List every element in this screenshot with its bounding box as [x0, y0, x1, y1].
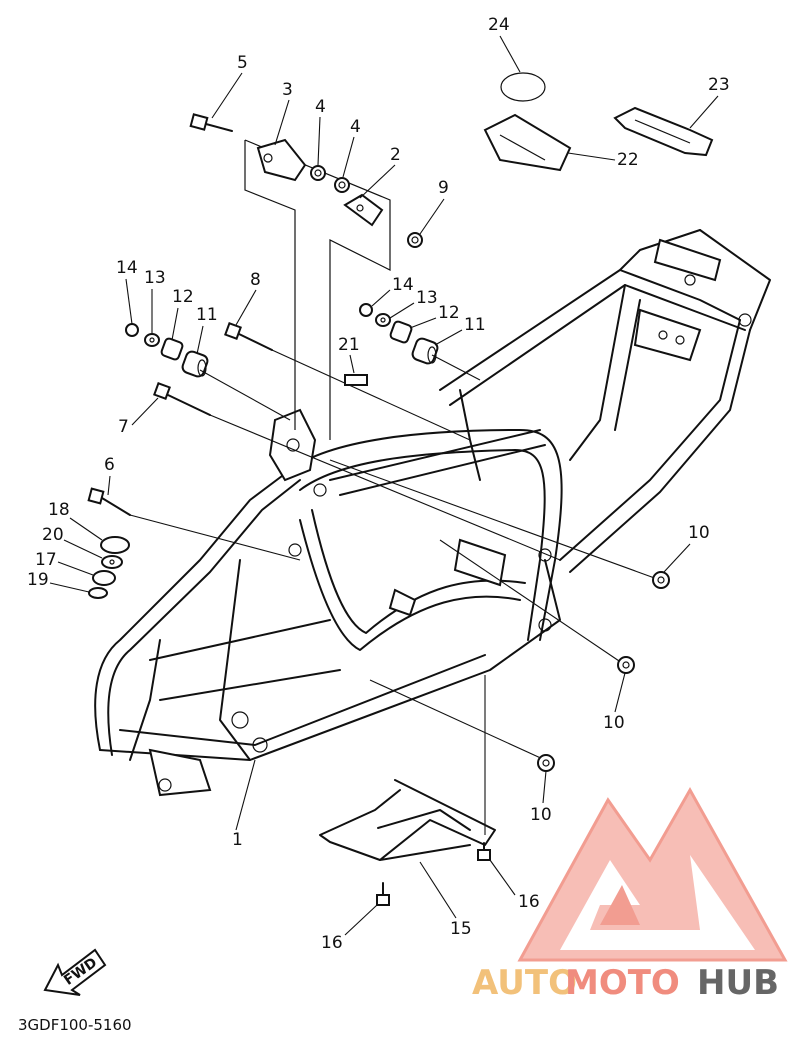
callout-21: 21	[338, 335, 360, 355]
watermark-hub: HUB	[697, 963, 779, 1003]
callout-4b: 4	[350, 117, 361, 137]
bushing-11-right	[411, 337, 439, 365]
callout-24: 24	[488, 15, 510, 35]
cover-23	[613, 106, 714, 157]
callout-14a: 14	[116, 258, 138, 278]
right-mount-hardware	[359, 303, 481, 381]
main-frame	[94, 229, 771, 797]
nut-10b	[617, 656, 635, 674]
diagram-code: 3GDF100-5160	[18, 1016, 132, 1034]
left-mount-hardware	[125, 323, 291, 421]
bracket-15	[319, 675, 496, 861]
callout-22: 22	[617, 150, 639, 170]
pad-22	[483, 113, 572, 172]
callout-11b: 11	[464, 315, 486, 335]
spacer-17	[92, 570, 116, 586]
callout-16b: 16	[518, 892, 540, 912]
fwd-arrow-icon: FWD	[43, 948, 107, 996]
washer-20	[101, 555, 123, 569]
callout-10c: 10	[530, 805, 552, 825]
callout-10a: 10	[688, 523, 710, 543]
callout-12a: 12	[172, 287, 194, 307]
washer-19	[88, 587, 108, 599]
callout-5: 5	[237, 53, 248, 73]
bolt-5	[189, 113, 233, 132]
bolt-7	[153, 382, 561, 561]
bracket-3	[256, 138, 307, 182]
callout-19: 19	[27, 570, 49, 590]
watermark-text: AUTO MOTO HUB	[472, 963, 779, 1003]
bolt-16a	[376, 882, 390, 906]
callout-17: 17	[35, 550, 57, 570]
watermark-moto: MOTO	[565, 963, 680, 1003]
nut-10c	[537, 754, 555, 772]
callout-8: 8	[250, 270, 261, 290]
callout-12b: 12	[438, 303, 460, 323]
callout-4a: 4	[315, 97, 326, 117]
callout-3: 3	[282, 80, 293, 100]
callout-16a: 16	[321, 933, 343, 953]
callout-13b: 13	[416, 288, 438, 308]
callout-10b: 10	[603, 713, 625, 733]
callout-15: 15	[450, 919, 472, 939]
callouts: 1 2 3 4 4 5 6 7 8 9 10 10 10 11 11 12 12…	[27, 15, 730, 953]
callout-11a: 11	[196, 305, 218, 325]
callout-2: 2	[390, 145, 401, 165]
washer-13-left	[144, 333, 160, 347]
washer-13-right	[375, 313, 391, 327]
collar-12-right	[389, 320, 413, 344]
nut-4a	[310, 165, 326, 181]
plug-24	[500, 72, 546, 102]
bracket-2	[343, 193, 384, 227]
watermark-auto: AUTO	[472, 963, 577, 1003]
bolt-6	[87, 487, 301, 561]
bushing-11-left	[181, 350, 209, 378]
nut-4b	[334, 177, 350, 193]
spacer-18	[100, 536, 130, 554]
top-bracket-assembly	[189, 113, 423, 440]
callout-7: 7	[118, 417, 129, 437]
nut-10a	[652, 571, 670, 589]
bolt-8	[224, 322, 471, 441]
collar-12-left	[160, 337, 184, 361]
callout-6: 6	[104, 455, 115, 475]
callout-1: 1	[232, 830, 243, 850]
callout-23: 23	[708, 75, 730, 95]
automotohub-logo	[517, 786, 788, 962]
bolt-16b	[477, 842, 491, 861]
callout-18: 18	[48, 500, 70, 520]
callout-9: 9	[438, 178, 449, 198]
nut-14-left	[125, 323, 139, 337]
nut-9	[407, 232, 423, 248]
callout-20: 20	[42, 525, 64, 545]
nut-14-right	[359, 303, 373, 317]
label-21	[344, 374, 368, 386]
callout-14b: 14	[392, 275, 414, 295]
callout-13a: 13	[144, 268, 166, 288]
